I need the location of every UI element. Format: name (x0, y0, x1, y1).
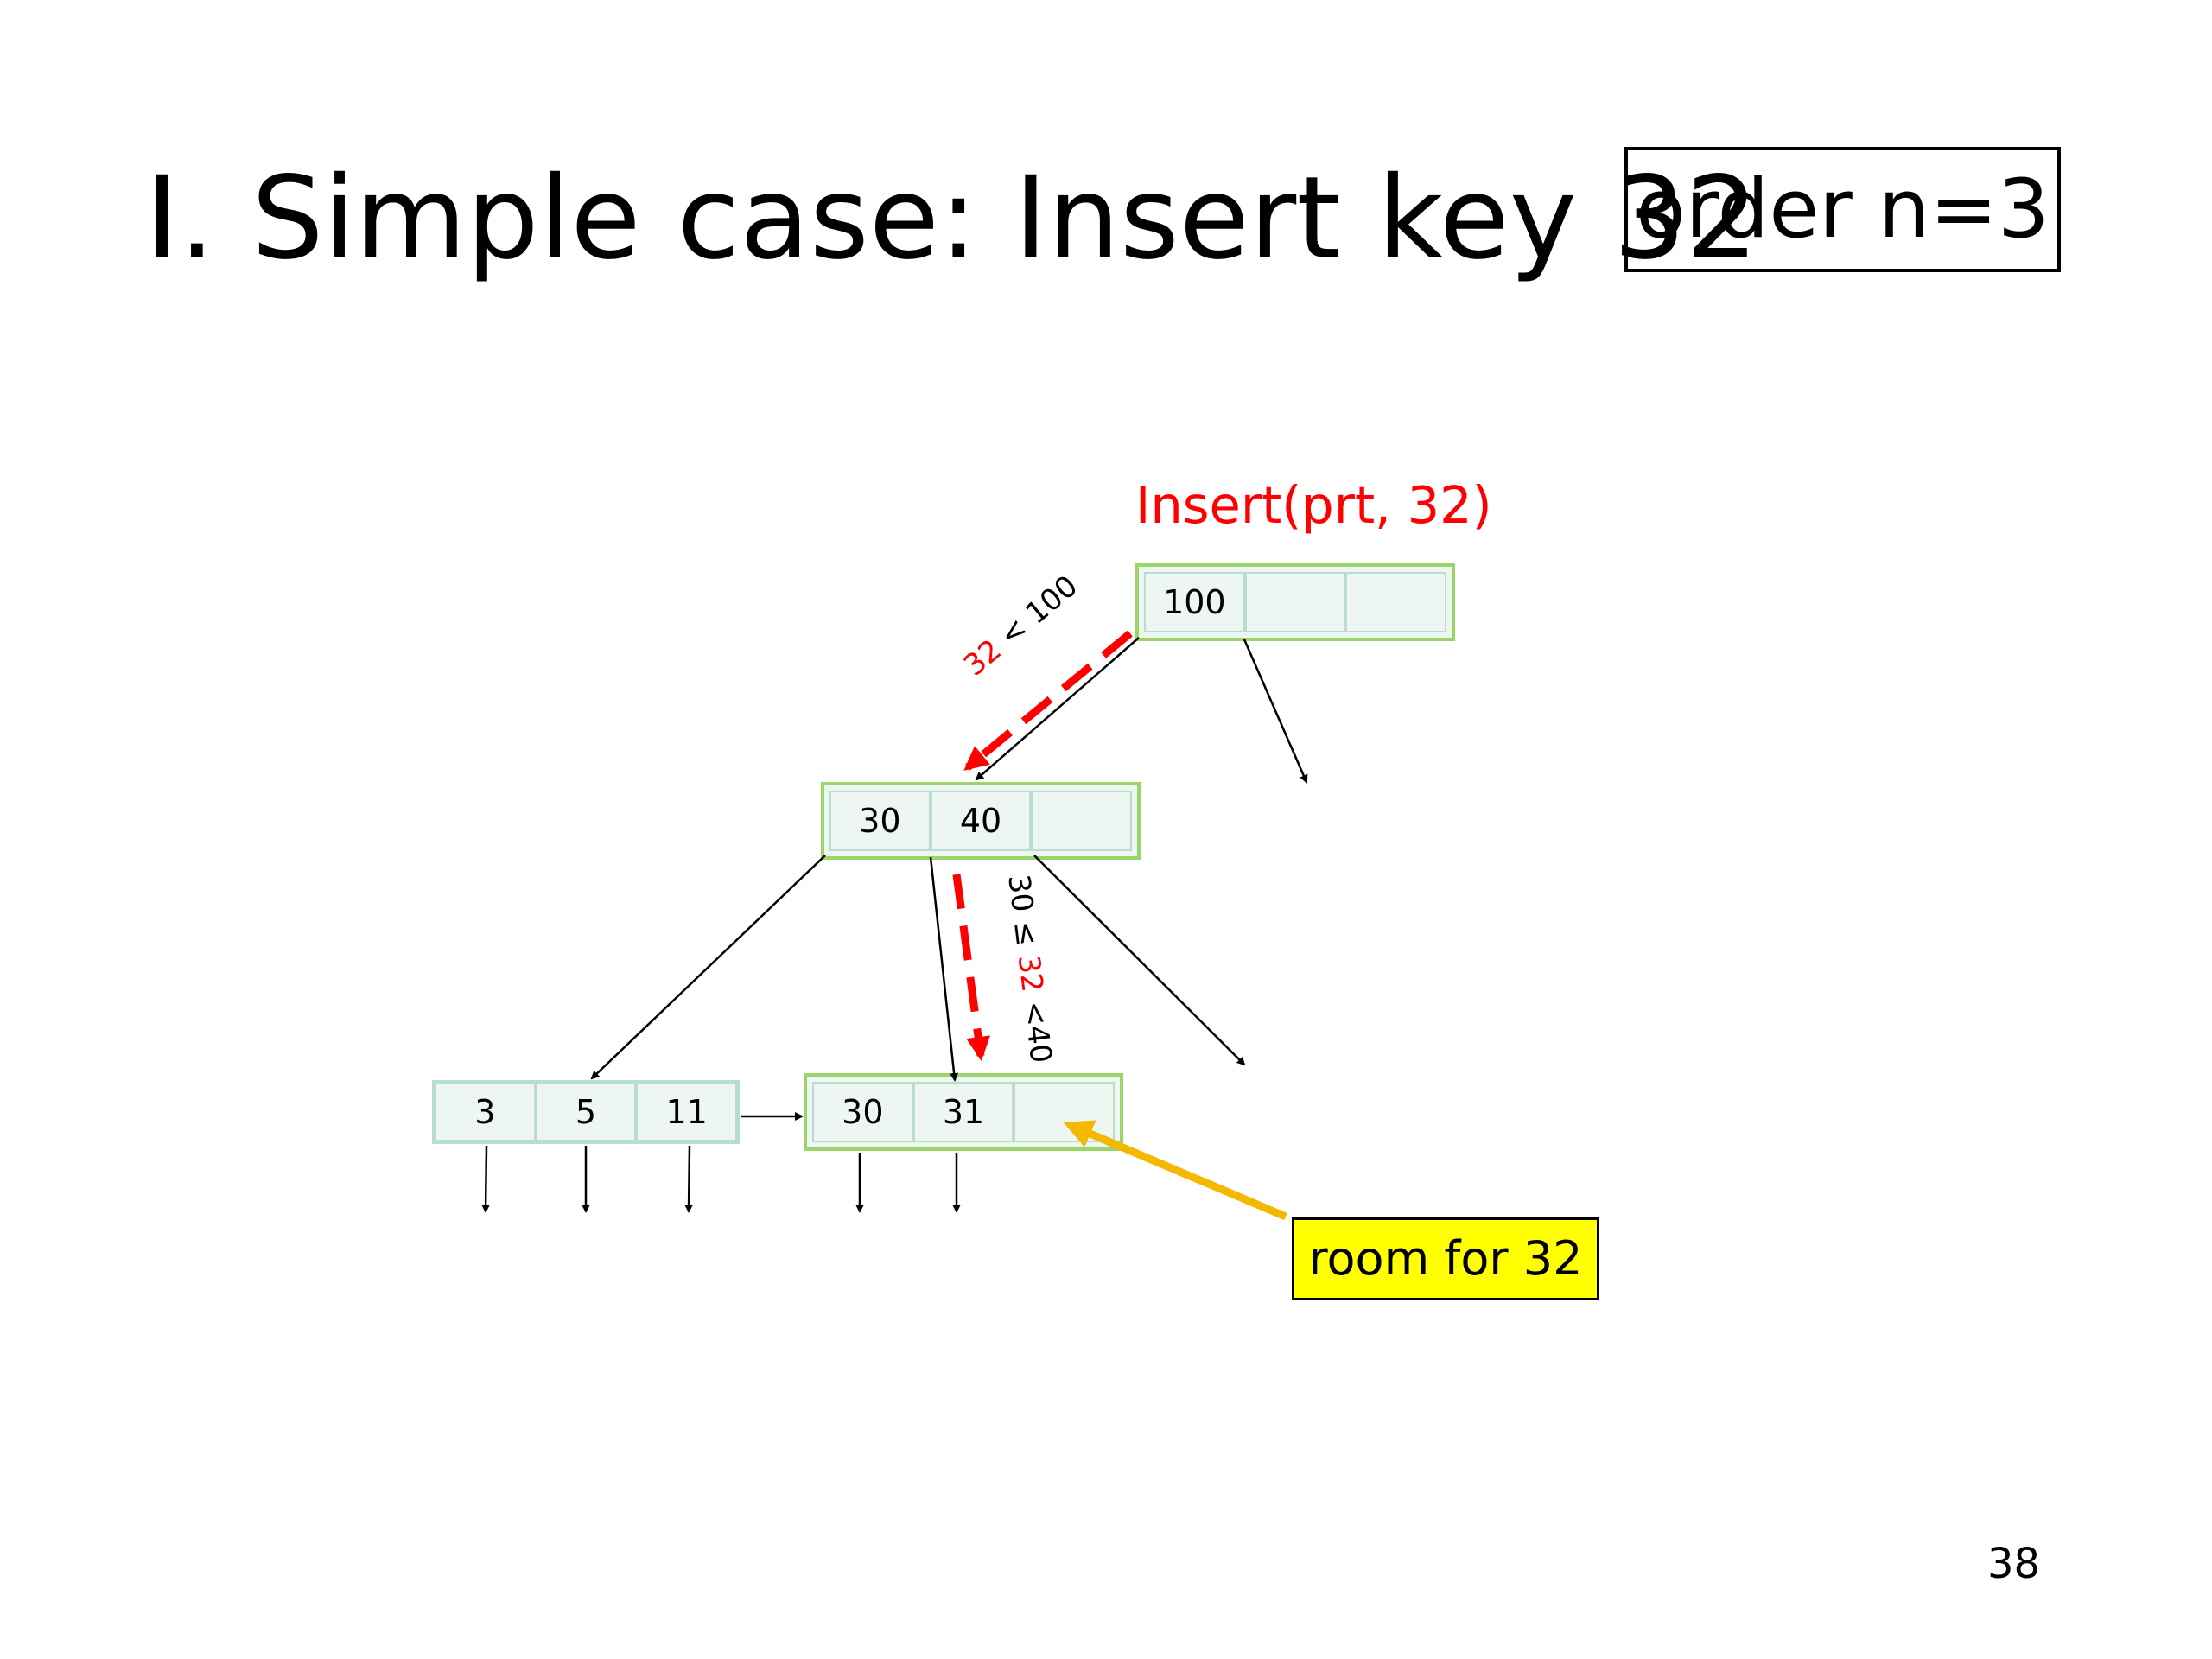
search-path-internal (952, 874, 990, 1061)
insert-call-label: Insert(prt, 32) (1135, 475, 1492, 535)
internal-key-2: 40 (930, 791, 1032, 851)
internal-node: 30 40 (821, 782, 1141, 860)
root-key-1: 100 (1144, 572, 1245, 632)
edge-internal-to-leaf-left (590, 855, 826, 1080)
leaf-left-key-1: 3 (435, 1083, 536, 1141)
leaf-left-key-2: 5 (535, 1083, 637, 1141)
internal-key-1: 30 (830, 791, 931, 851)
leaf-target-key-1: 30 (812, 1082, 913, 1142)
root-key-3 (1345, 572, 1447, 632)
order-label-box: order n=3 (1624, 147, 2061, 272)
root-node: 100 (1135, 563, 1455, 641)
edge-internal-to-right-leaf (1033, 855, 1246, 1066)
record-pointer-3 (684, 1145, 694, 1213)
internal-key-3 (1031, 791, 1133, 851)
callout-room-box: room for 32 (1292, 1217, 1599, 1300)
condition-internal-key: 32 (1010, 952, 1050, 995)
edge-root-to-internal (975, 637, 1140, 781)
edge-root-to-right-subtree (1243, 639, 1308, 784)
search-path-root (963, 630, 1133, 771)
leaf-node-left: 3 5 11 (432, 1080, 740, 1144)
leaf-left-key-3: 11 (636, 1083, 738, 1141)
callout-arrow (1063, 1120, 1287, 1221)
page-number: 38 (1987, 1540, 2041, 1588)
root-key-2 (1244, 572, 1346, 632)
slide-title: I. Simple case: Insert key 32 (145, 152, 1758, 285)
edge-internal-to-leaf-target (929, 856, 959, 1082)
leaf-target-key-2: 31 (912, 1082, 1014, 1142)
